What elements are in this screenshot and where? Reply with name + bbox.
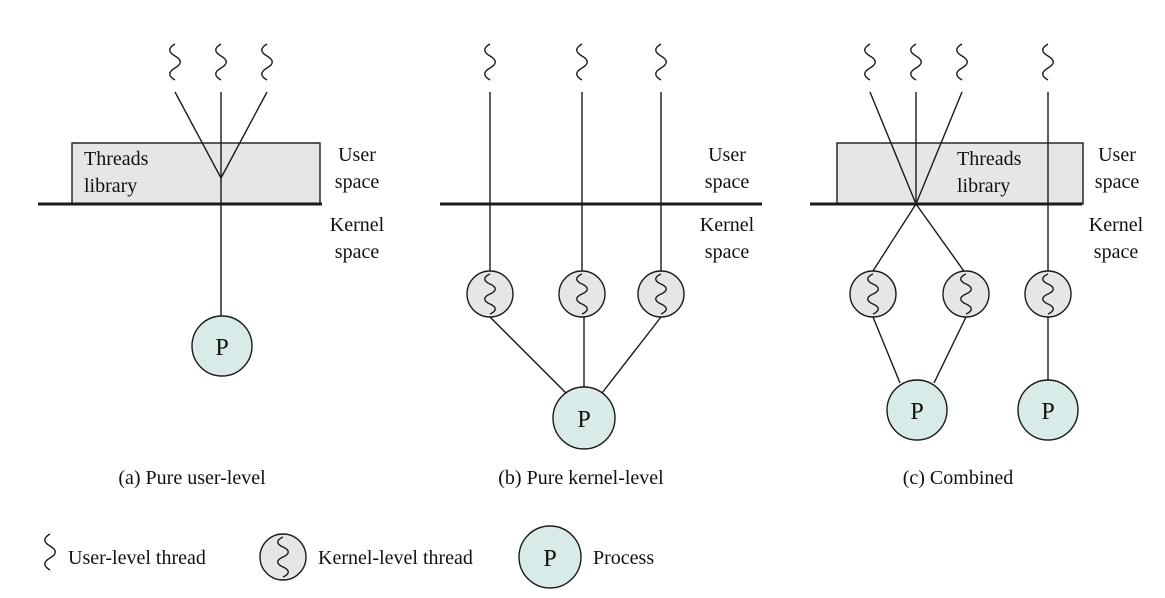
process-circle xyxy=(886,379,948,441)
legend: User-level thread Kernel-level thread P … xyxy=(44,525,654,589)
kernel-level-thread-icon xyxy=(637,270,685,318)
user-level-thread-icon xyxy=(910,43,922,81)
panel-combined: Threads library User space Kernel space xyxy=(810,43,1144,489)
process-connector xyxy=(872,316,901,384)
thread-connector xyxy=(915,91,963,205)
process-connector xyxy=(489,316,567,394)
process-circle xyxy=(1017,379,1079,441)
kernel-space-label-line1: Kernel xyxy=(700,214,755,236)
user-space-label-line1: User xyxy=(708,144,746,166)
kernel-level-thread-icon xyxy=(466,270,514,318)
threads-library-label-line1: Threads xyxy=(957,148,1022,170)
process-circle xyxy=(552,386,616,450)
process-label: P xyxy=(577,407,590,433)
user-level-thread-icon xyxy=(655,43,667,81)
kernel-space-label-line1: Kernel xyxy=(330,214,385,236)
process-label: P xyxy=(215,335,228,361)
kernel-level-thread-legend-icon xyxy=(259,533,307,581)
user-level-thread-icon xyxy=(1042,43,1054,81)
legend-kernel-level-thread-label: Kernel-level thread xyxy=(318,547,473,569)
thread-connector xyxy=(915,203,967,275)
process-connector xyxy=(933,316,967,384)
user-level-thread-icon xyxy=(261,43,273,81)
kernel-space-label-line2: space xyxy=(705,241,750,263)
process-legend-symbol: P xyxy=(543,546,556,572)
process-connector xyxy=(601,316,662,394)
user-space-label-line1: User xyxy=(338,144,376,166)
kernel-space-label-line2: space xyxy=(1094,241,1139,263)
user-space-label-line2: space xyxy=(705,171,750,193)
user-level-thread-icon xyxy=(956,43,968,81)
legend-user-level-thread-label: User-level thread xyxy=(68,547,206,569)
thread-connector xyxy=(870,203,917,275)
user-level-thread-icon xyxy=(576,43,588,81)
user-level-thread-icon xyxy=(864,43,876,81)
user-space-label-line2: space xyxy=(1095,171,1140,193)
kernel-level-thread-icon xyxy=(849,270,897,318)
thread-connector xyxy=(174,91,222,179)
process-circle xyxy=(191,315,253,377)
kernel-level-thread-icon xyxy=(942,270,990,318)
caption-pure-kernel-level: (b) Pure kernel-level xyxy=(498,467,664,489)
thread-connector xyxy=(869,91,917,205)
caption-combined: (c) Combined xyxy=(903,467,1014,489)
user-level-thread-legend-icon xyxy=(44,533,56,571)
threads-library-box xyxy=(71,142,321,205)
process-legend-icon xyxy=(518,525,582,589)
user-level-thread-icon xyxy=(484,43,496,81)
panel-pure-user-level: Threads library User space Kernel space … xyxy=(38,43,385,489)
panel-pure-kernel-level: User space Kernel space P (b) Pure kerne… xyxy=(440,43,762,489)
caption-pure-user-level: (a) Pure user-level xyxy=(118,467,266,489)
kernel-level-thread-icon xyxy=(558,270,606,318)
process-label: P xyxy=(910,399,923,425)
legend-process-label: Process xyxy=(593,547,654,569)
user-level-thread-icon xyxy=(215,43,227,81)
user-space-label-line2: space xyxy=(335,171,380,193)
threads-library-label-line2: library xyxy=(957,175,1010,197)
kernel-space-label-line2: space xyxy=(335,241,380,263)
thread-connector xyxy=(220,91,268,179)
kernel-level-thread-icon xyxy=(1024,270,1072,318)
user-level-thread-icon xyxy=(169,43,181,81)
kernel-space-label-line1: Kernel xyxy=(1089,214,1144,236)
threads-library-label-line2: library xyxy=(84,175,137,197)
threads-library-label-line1: Threads xyxy=(84,148,149,170)
process-label: P xyxy=(1041,399,1054,425)
user-space-label-line1: User xyxy=(1098,144,1136,166)
